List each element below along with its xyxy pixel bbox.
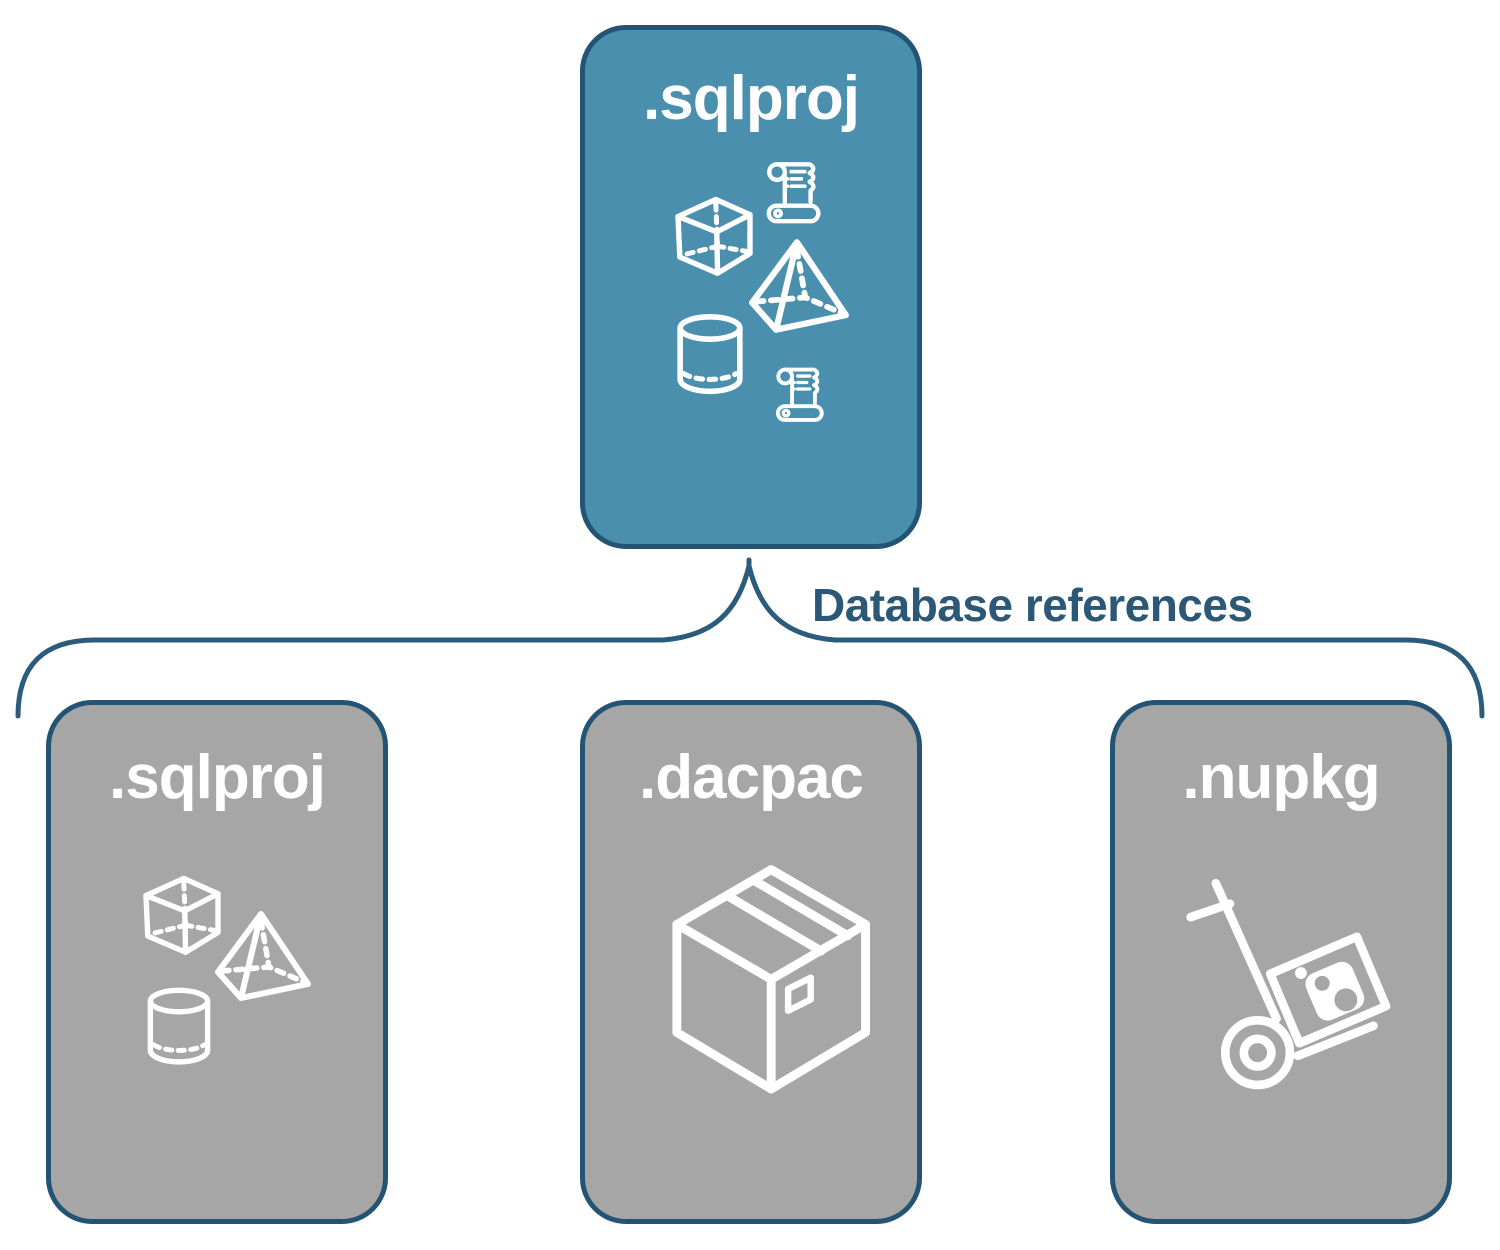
bottom-box-nupkg-title: .nupkg	[1182, 743, 1380, 812]
pyramid-icon	[749, 239, 849, 333]
scroll-icon	[775, 367, 824, 422]
cylinder-icon	[677, 314, 743, 395]
brace-line	[15, 565, 1485, 719]
bottom-box-sqlproj-title: .sqlproj	[109, 743, 326, 812]
database-references-label: Database references	[812, 579, 1253, 631]
pyramid-icon	[215, 911, 311, 1001]
cylinder-icon	[147, 987, 211, 1065]
bottom-box-nupkg: .nupkg	[1110, 700, 1452, 1224]
top-box-title: .sqlproj	[643, 64, 860, 133]
nuget-logo	[1295, 961, 1365, 1021]
bottom-box-dacpac-title: .dacpac	[639, 743, 864, 812]
scroll-icon	[766, 162, 821, 224]
bottom-box-sqlproj: .sqlproj	[46, 700, 388, 1224]
cube-icon	[143, 875, 221, 955]
cube-icon	[675, 196, 753, 276]
top-box-sqlproj: .sqlproj	[580, 25, 922, 549]
package-box-icon	[672, 865, 870, 1094]
bottom-box-dacpac: .dacpac	[580, 700, 922, 1224]
hand-truck-package-icon	[1186, 878, 1391, 1090]
